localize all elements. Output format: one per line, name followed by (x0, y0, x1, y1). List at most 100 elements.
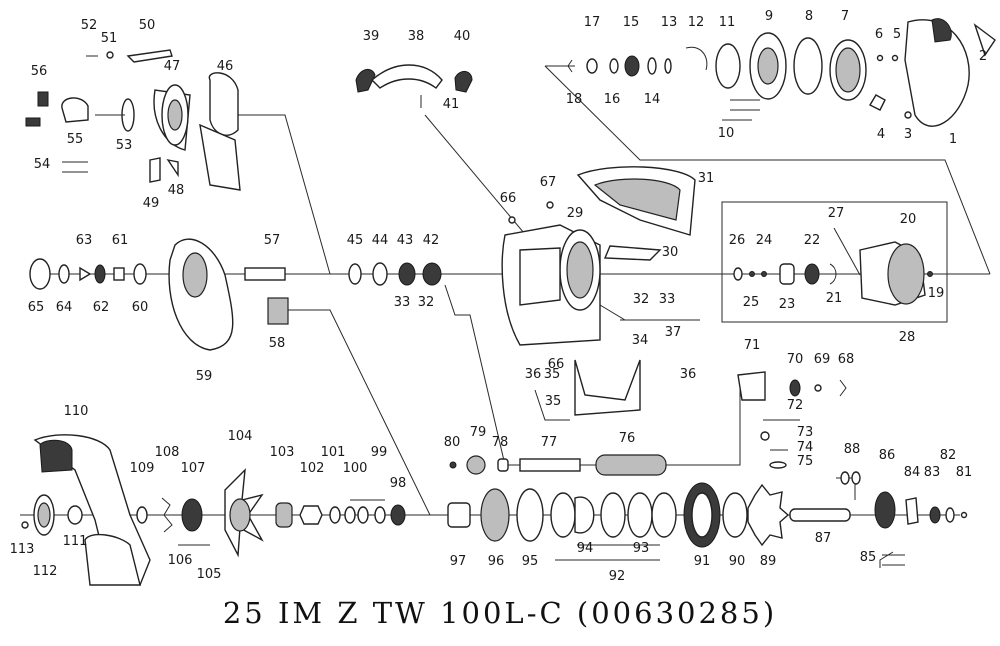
part-number-label: 59 (196, 369, 213, 384)
part-number-label: 14 (644, 92, 661, 107)
frame-assembly (501, 166, 700, 416)
part-number-label: 11 (719, 15, 736, 30)
part-number-label: 10 (718, 126, 735, 141)
model-title: 25 IM Z TW 100L-C (00630285) (222, 596, 778, 630)
part-number-label: 34 (632, 333, 649, 348)
part-number-label: 7 (841, 9, 849, 24)
part-number-label: 49 (143, 196, 160, 211)
part-number-label: 36 (680, 367, 697, 382)
part-number-label: 74 (797, 440, 814, 455)
part-number-label: 2 (979, 49, 987, 64)
part-number-label: 68 (838, 352, 855, 367)
part-number-label: 71 (744, 338, 761, 353)
part-number-label: 25 (743, 295, 760, 310)
part-number-label: 45 (347, 233, 364, 248)
part-number-label: 56 (31, 64, 48, 79)
part-number-label: 33 (394, 295, 411, 310)
part-number-label: 102 (300, 461, 325, 476)
part-number-label: 28 (899, 330, 916, 345)
part-number-label: 23 (779, 297, 796, 312)
part-number-label: 33 (659, 292, 676, 307)
part-number-label: 77 (541, 435, 558, 450)
part-number-label: 110 (64, 404, 89, 419)
part-number-label: 21 (826, 291, 843, 306)
part-number-label: 89 (760, 554, 777, 569)
part-number-label: 105 (197, 567, 222, 582)
part-number-label: 12 (688, 15, 705, 30)
part-number-label: 8 (805, 9, 813, 24)
drive-train-parts (136, 468, 471, 558)
part-number-label: 83 (924, 465, 941, 480)
part-number-label: 20 (900, 212, 917, 227)
part-number-label: 3 (904, 127, 912, 142)
part-number-label: 88 (844, 442, 861, 457)
part-number-label: 84 (904, 465, 921, 480)
part-number-label: 62 (93, 300, 110, 315)
part-number-label: 27 (828, 206, 845, 221)
worm-shaft-group (449, 454, 667, 476)
part-number-label: 61 (112, 233, 129, 248)
part-number-label: 98 (390, 476, 407, 491)
part-number-label: 55 (67, 132, 84, 147)
part-number-label: 44 (372, 233, 389, 248)
levelwind-parts (737, 371, 847, 469)
part-number-label: 38 (408, 29, 425, 44)
part-number-label: 66 (548, 357, 565, 372)
part-number-label: 65 (28, 300, 45, 315)
assembly-lines (20, 65, 991, 568)
part-number-label: 101 (321, 445, 346, 460)
part-number-label: 104 (228, 429, 253, 444)
part-number-label: 93 (633, 541, 650, 556)
part-number-label: 22 (804, 233, 821, 248)
part-number-label: 29 (567, 206, 584, 221)
part-number-label: 86 (879, 448, 896, 463)
part-number-label: 9 (765, 9, 773, 24)
part-number-label: 95 (522, 554, 539, 569)
part-number-label: 54 (34, 157, 51, 172)
part-number-label: 18 (566, 92, 583, 107)
part-labels: 1234567891011121314151617181920212223242… (10, 9, 988, 584)
part-number-label: 26 (729, 233, 746, 248)
part-number-label: 99 (371, 445, 388, 460)
part-number-label: 96 (488, 554, 505, 569)
part-number-label: 109 (130, 461, 155, 476)
right-sideplate-assembly (29, 238, 289, 351)
spool-assembly (733, 227, 933, 306)
part-number-label: 108 (155, 445, 180, 460)
part-number-label: 103 (270, 445, 295, 460)
sideplate-assembly (25, 49, 241, 191)
part-number-label: 4 (877, 127, 885, 142)
part-number-label: 72 (787, 398, 804, 413)
part-number-label: 48 (168, 183, 185, 198)
part-number-label: 82 (940, 448, 957, 463)
part-number-label: 15 (623, 15, 640, 30)
part-number-label: 78 (492, 435, 509, 450)
part-number-label: 79 (470, 425, 487, 440)
part-number-label: 97 (450, 554, 467, 569)
part-number-label: 113 (10, 542, 35, 557)
part-number-label: 5 (893, 27, 901, 42)
part-number-label: 39 (363, 29, 380, 44)
part-number-label: 107 (181, 461, 206, 476)
part-number-label: 69 (814, 352, 831, 367)
main-shaft-group (789, 471, 968, 566)
part-number-label: 13 (661, 15, 678, 30)
part-number-label: 32 (633, 292, 650, 307)
part-number-label: 90 (729, 554, 746, 569)
part-number-label: 73 (797, 425, 814, 440)
part-number-label: 31 (698, 171, 715, 186)
side-cover-assembly (567, 18, 996, 127)
part-number-label: 58 (269, 336, 286, 351)
part-number-label: 1 (949, 132, 957, 147)
part-number-label: 32 (418, 295, 435, 310)
part-number-label: 37 (665, 325, 682, 340)
part-number-label: 63 (76, 233, 93, 248)
part-number-label: 111 (63, 534, 88, 549)
part-number-label: 87 (815, 531, 832, 546)
part-number-label: 46 (217, 59, 234, 74)
part-number-label: 17 (584, 15, 601, 30)
part-number-label: 19 (928, 286, 945, 301)
part-number-label: 66 (500, 191, 517, 206)
part-number-label: 35 (545, 394, 562, 409)
